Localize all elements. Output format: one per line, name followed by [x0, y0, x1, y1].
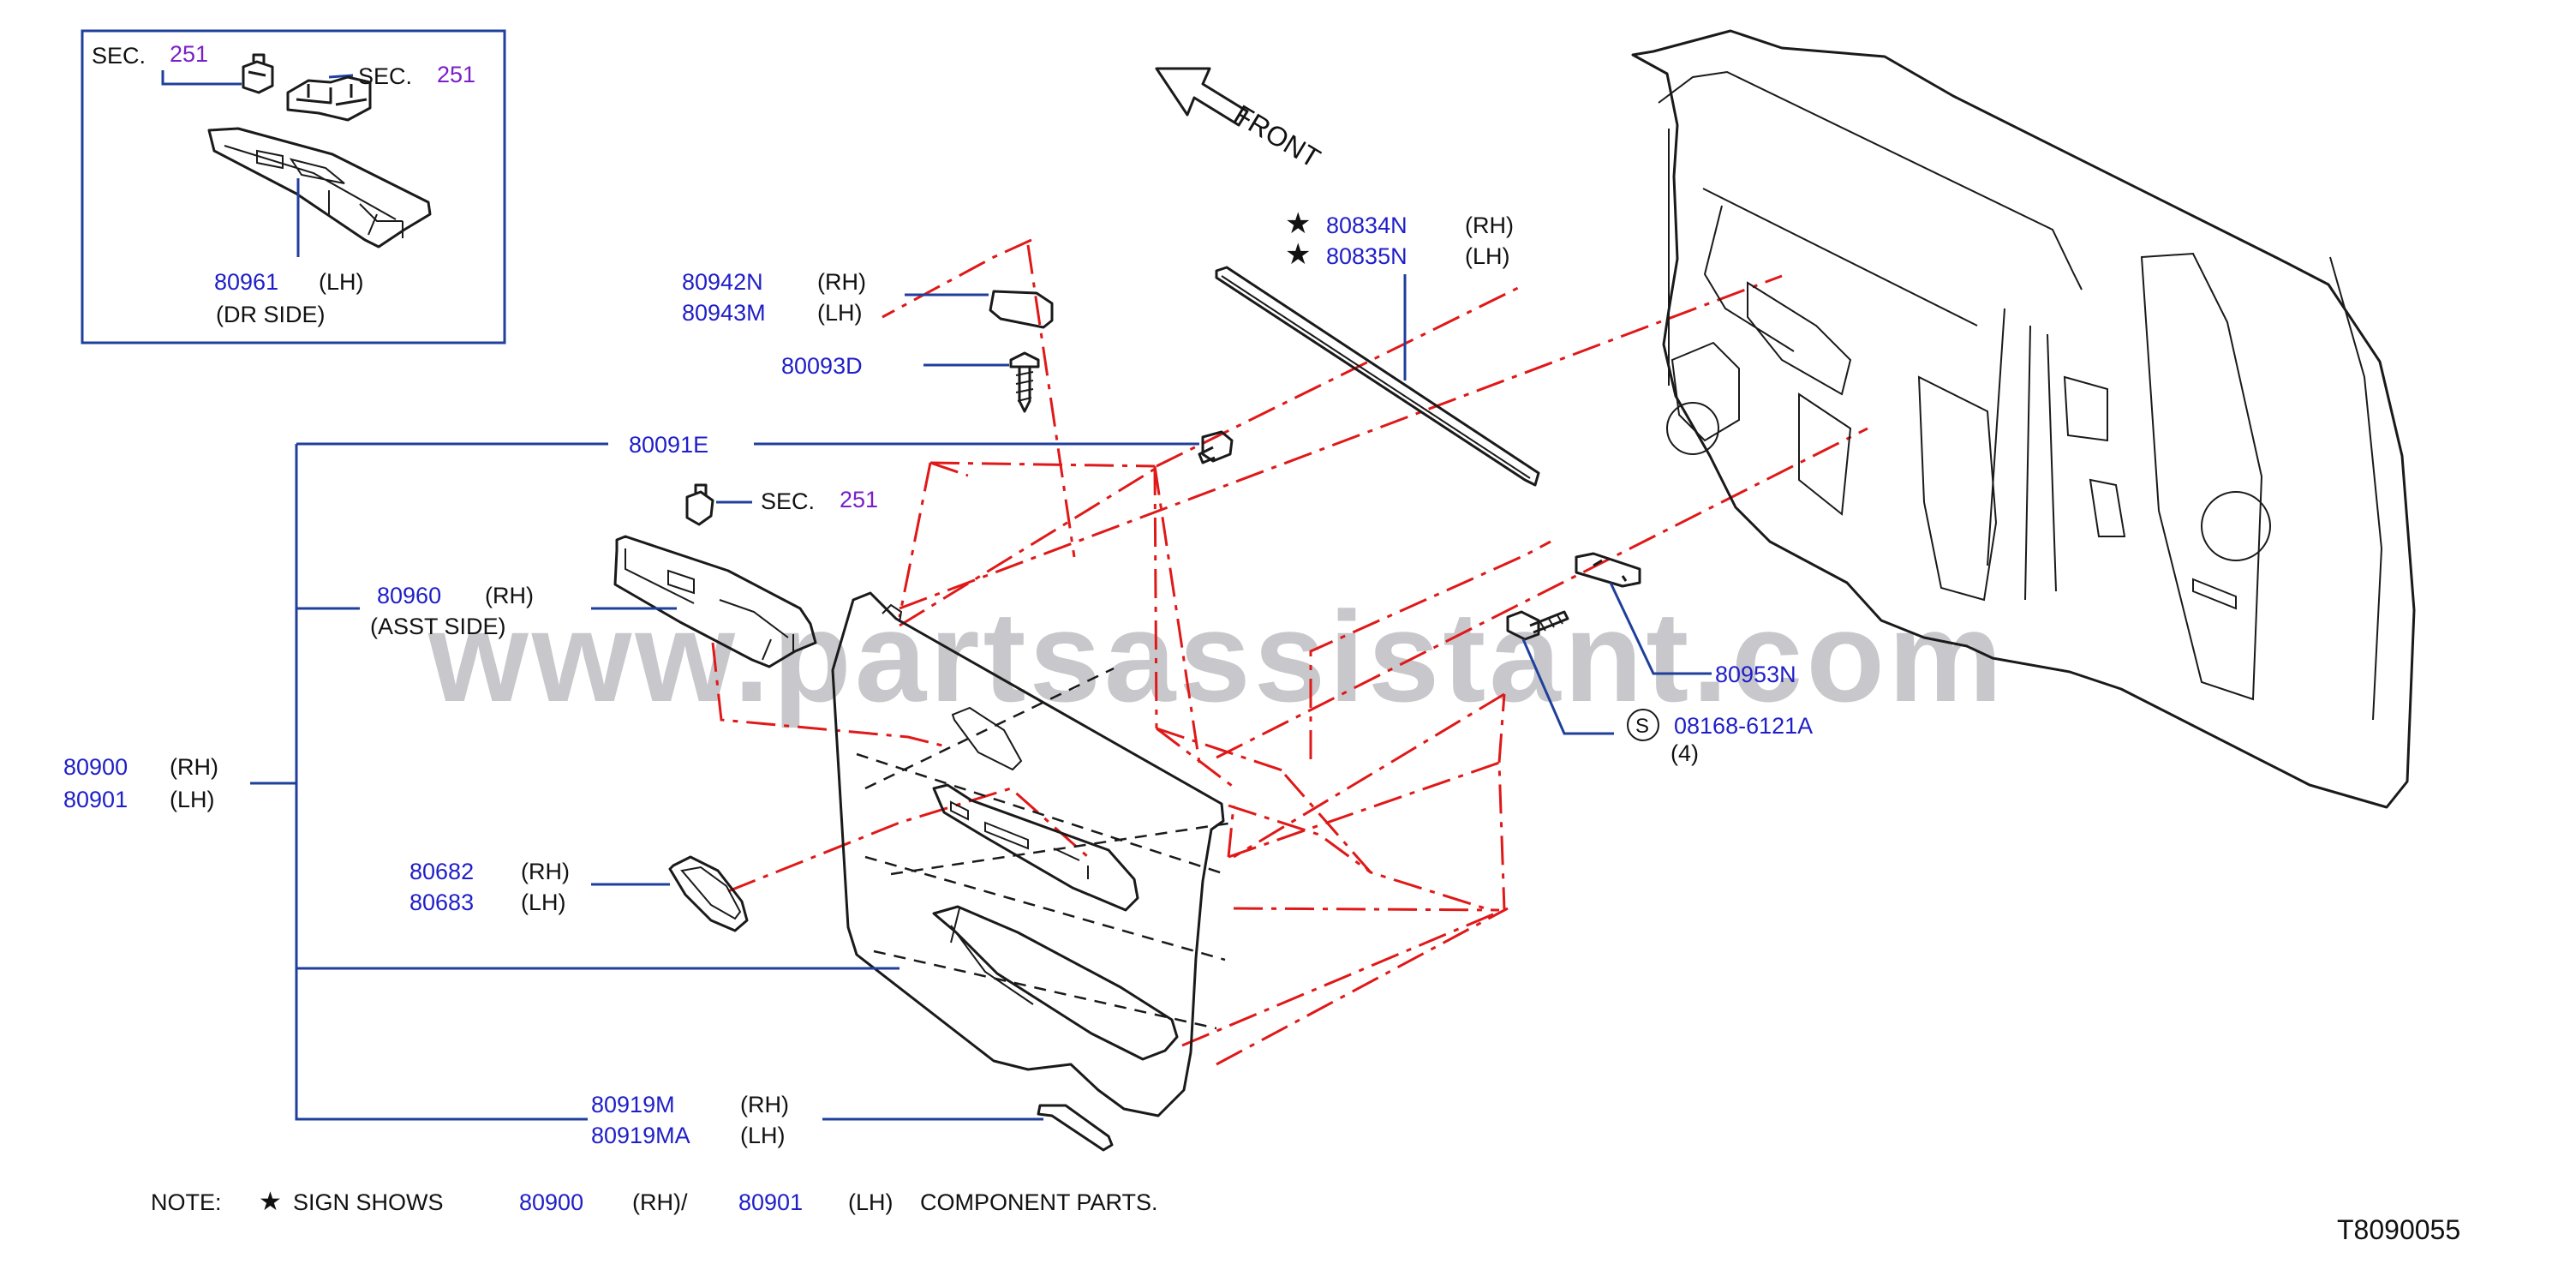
assembly-bracket: [250, 442, 608, 1121]
note-prefix: NOTE:: [151, 1189, 222, 1215]
label-80919M-side: (RH): [740, 1092, 789, 1117]
label-sec251-num[interactable]: 251: [840, 487, 878, 512]
note-num1[interactable]: 80900: [519, 1189, 583, 1215]
label-80900-side: (RH): [170, 754, 218, 780]
inset-panel: SEC. 251 SEC. 251 80961 (LH) (DR SIDE): [81, 29, 506, 344]
label-80682-num[interactable]: 80682: [409, 859, 474, 884]
speaker-hole-right-icon: [2201, 491, 2271, 561]
handle-escutcheon-part: [668, 855, 749, 932]
label-80942N-num[interactable]: 80942N: [682, 269, 763, 295]
clip-part: [1198, 430, 1234, 464]
speaker-hole-icon: [1666, 402, 1719, 455]
inset-leader-right: [328, 74, 354, 79]
screw-part: [1009, 351, 1040, 413]
sec251-switch-icon: [685, 483, 714, 526]
note-num2[interactable]: 80901: [738, 1189, 803, 1215]
armrest-finisher-part: [613, 535, 817, 668]
phantom-lines: [711, 238, 1868, 1066]
front-label: FRONT: [1228, 99, 1325, 174]
door-trim-panel: [831, 591, 1234, 1117]
label-80093D-num[interactable]: 80093D: [781, 353, 863, 379]
inset-border: [81, 29, 506, 344]
label-80682-side: (RH): [521, 859, 570, 884]
label-08168-symbol: S: [1635, 715, 1649, 738]
label-08168-num[interactable]: 08168-6121A: [1674, 713, 1813, 739]
diagram-id: T8090055: [2337, 1214, 2460, 1245]
inset-part-num[interactable]: 80961: [214, 269, 278, 295]
door-inner-panel: [1631, 29, 2416, 809]
label-80953N-num[interactable]: 80953N: [1715, 662, 1796, 687]
label-80901-num[interactable]: 80901: [63, 787, 128, 812]
label-80942N-side: (RH): [817, 269, 866, 295]
label-sec251-prefix: SEC.: [761, 488, 815, 514]
inset-sec-left-prefix: SEC.: [92, 43, 146, 69]
label-80960-num[interactable]: 80960: [377, 583, 441, 608]
inset-switch-block-icon: [286, 75, 372, 122]
watermark: www.partsassistant.com: [427, 584, 2005, 728]
inset-sec-left-num[interactable]: 251: [170, 41, 208, 67]
leader-80953N: [1609, 582, 1712, 675]
note-text2: COMPONENT PARTS.: [920, 1189, 1158, 1215]
star-icon: ★: [1285, 238, 1311, 271]
label-80834N-side: (RH): [1465, 213, 1514, 238]
inset-part-desc: (DR SIDE): [216, 302, 326, 327]
bracket-part: [1575, 552, 1641, 588]
label-80901-side: (LH): [170, 787, 215, 812]
note-text1: SIGN SHOWS: [293, 1189, 444, 1215]
inset-armrest-panel-icon: [207, 127, 432, 249]
standard-part-symbol: [1627, 709, 1659, 741]
label-80091E-num[interactable]: 80091E: [629, 432, 708, 458]
note-side2: (LH): [848, 1189, 894, 1215]
star-icon: ★: [1285, 207, 1311, 240]
label-08168-qty: (4): [1671, 740, 1699, 766]
label-80943M-side: (LH): [817, 300, 863, 326]
leader-08168: [1521, 638, 1614, 735]
label-80919MA-side: (LH): [740, 1123, 786, 1148]
inset-sec-right-num[interactable]: 251: [437, 62, 475, 87]
inset-leader-left: [161, 70, 242, 86]
front-direction-indicator: FRONT: [1155, 67, 1325, 174]
note-star-icon: ★: [259, 1188, 282, 1216]
inset-part-side: (LH): [319, 269, 364, 295]
label-80835N-num[interactable]: 80835N: [1326, 243, 1408, 269]
callout-labels: ★ 80834N (RH) ★ 80835N (LH) 80942N (RH) …: [63, 207, 1813, 1148]
footnote: NOTE: ★ SIGN SHOWS 80900 (RH)/ 80901 (LH…: [151, 1188, 1158, 1216]
label-80919MA-num[interactable]: 80919MA: [591, 1123, 690, 1148]
bolt-part: [1506, 610, 1569, 641]
grip-cap-part: [989, 290, 1054, 329]
lower-finisher-part: [1037, 1104, 1114, 1152]
inset-small-switch-icon: [242, 53, 274, 94]
label-80683-num[interactable]: 80683: [409, 890, 474, 915]
label-80834N-num[interactable]: 80834N: [1326, 213, 1408, 238]
window-molding-strip: [1215, 266, 1540, 487]
label-80943M-num[interactable]: 80943M: [682, 300, 766, 326]
label-80960-desc: (ASST SIDE): [370, 614, 506, 639]
front-arrow-icon: [1155, 67, 1249, 127]
label-80960-side: (RH): [485, 583, 534, 608]
label-80683-side: (LH): [521, 890, 566, 915]
inset-sec-right-prefix: SEC.: [358, 63, 412, 89]
note-side1: (RH)/: [632, 1189, 688, 1215]
label-80900-num[interactable]: 80900: [63, 754, 128, 780]
label-80919M-num[interactable]: 80919M: [591, 1092, 675, 1117]
label-80835N-side: (LH): [1465, 243, 1510, 269]
